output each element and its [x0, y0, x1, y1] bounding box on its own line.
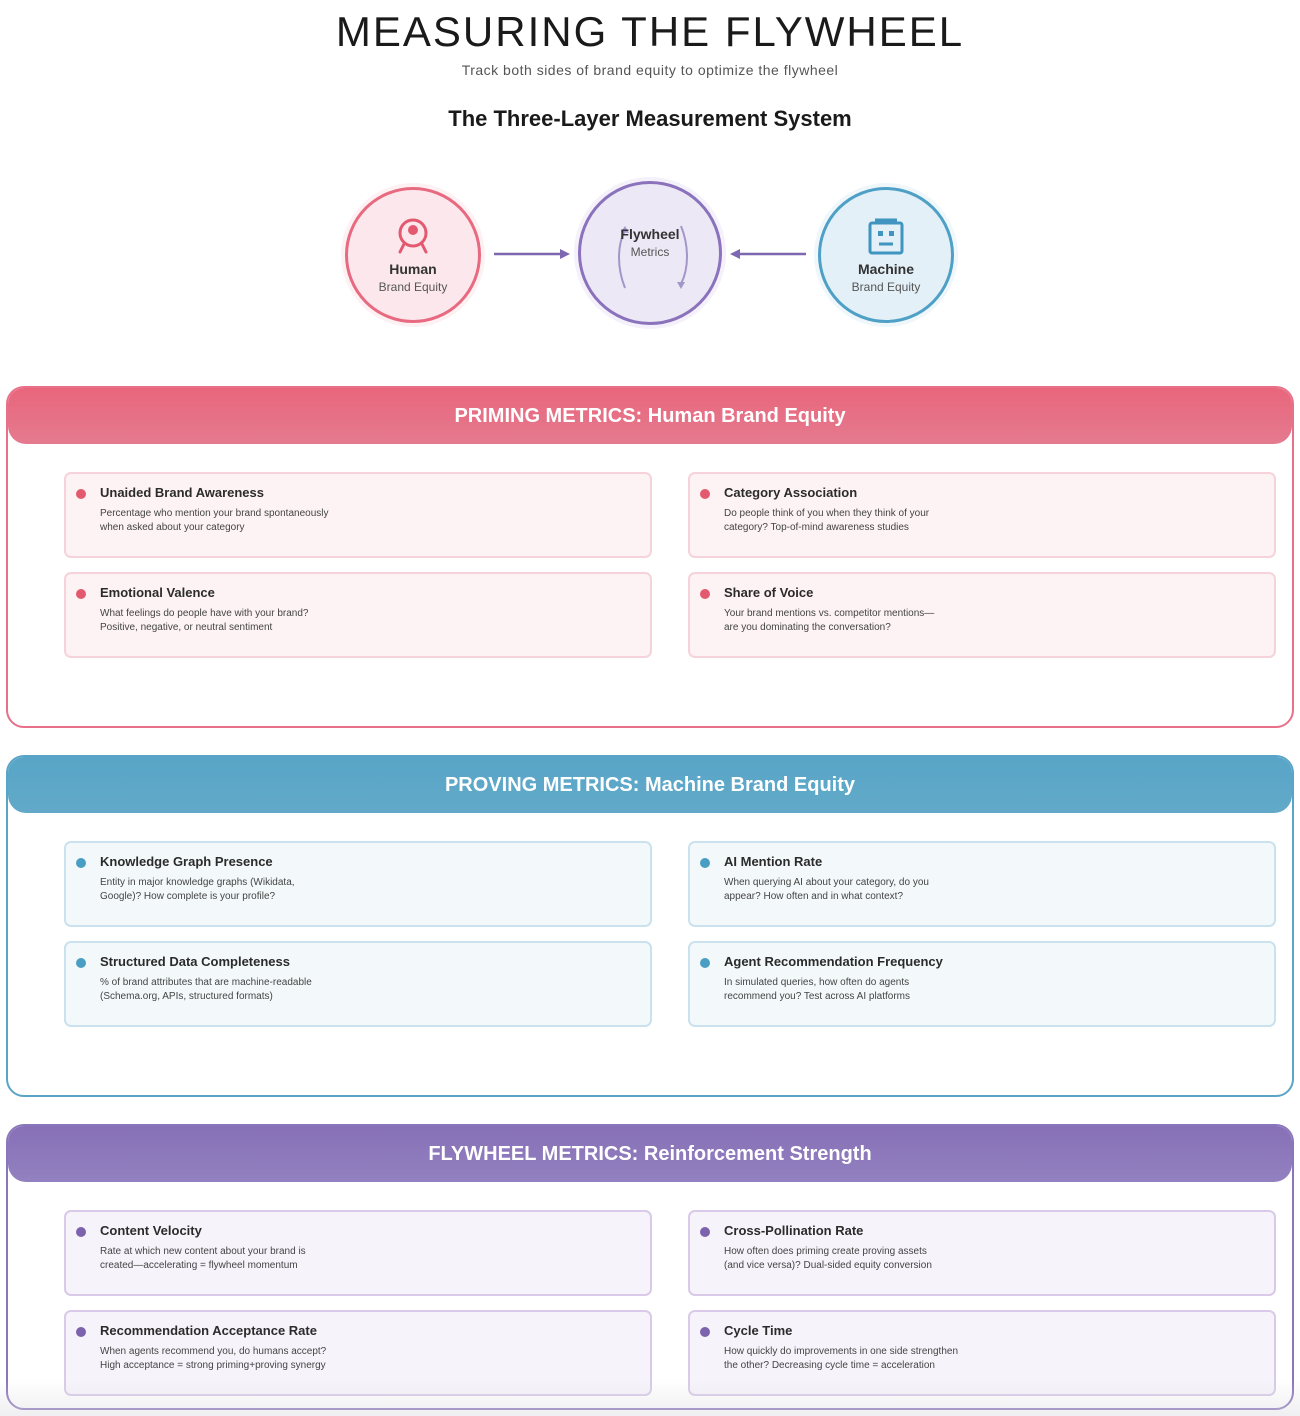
machine-brand-equity-node: Machine Brand Equity	[818, 187, 954, 323]
bullet-dot-icon	[76, 1227, 86, 1237]
flywheel-node-sublabel: Metrics	[630, 244, 670, 259]
metric-card-content-velocity: Content Velocity Rate at which new conte…	[64, 1210, 652, 1296]
human-brand-equity-node: Human Brand Equity	[345, 187, 481, 323]
arrow-left-icon	[730, 249, 806, 259]
metric-title: Emotional Valence	[100, 585, 215, 600]
human-node-label: Human	[389, 260, 437, 277]
system-title: The Three-Layer Measurement System	[448, 106, 852, 131]
metric-title: Cross-Pollination Rate	[724, 1223, 864, 1238]
arrow-right-icon	[494, 249, 570, 259]
metric-description: How quickly do improvements in one side …	[724, 1346, 959, 1371]
metric-description: Your brand mentions vs. competitor menti…	[724, 608, 935, 633]
metric-title: Recommendation Acceptance Rate	[100, 1323, 317, 1338]
metric-title: Knowledge Graph Presence	[100, 854, 273, 869]
metric-description: How often does priming create proving as…	[724, 1246, 932, 1271]
metric-card-structured-data-completeness: Structured Data Completeness % of brand …	[64, 941, 652, 1027]
bullet-dot-icon	[700, 589, 710, 599]
priming-section-header: PRIMING METRICS: Human Brand Equity	[8, 388, 1292, 444]
page-title: MEASURING THE FLYWHEEL	[335, 8, 965, 55]
metric-description: What feelings do people have with your b…	[100, 608, 309, 633]
flywheel-metrics-node: Flywheel Metrics	[578, 181, 722, 325]
metric-card-cycle-time: Cycle Time How quickly do improvements i…	[688, 1310, 1276, 1396]
robot-icon	[868, 218, 904, 254]
metric-description: % of brand attributes that are machine-r…	[100, 977, 312, 1002]
metric-description: Entity in major knowledge graphs (Wikida…	[100, 877, 295, 902]
metric-title: Share of Voice	[724, 585, 814, 600]
bullet-dot-icon	[76, 489, 86, 499]
proving-section-header: PROVING METRICS: Machine Brand Equity	[8, 757, 1292, 813]
flywheel-section-header: FLYWHEEL METRICS: Reinforcement Strength	[8, 1126, 1292, 1182]
metric-description: Do people think of you when they think o…	[724, 508, 930, 533]
bullet-dot-icon	[76, 1327, 86, 1337]
flywheel-metrics-section: FLYWHEEL METRICS: Reinforcement Strength…	[6, 1124, 1294, 1410]
human-node-sublabel: Brand Equity	[378, 279, 448, 294]
metric-title: Content Velocity	[100, 1223, 202, 1238]
metric-card-emotional-valence: Emotional Valence What feelings do peopl…	[64, 572, 652, 658]
measurement-diagram: Human Brand Equity Flywheel Metrics Mach…	[0, 178, 1300, 338]
bullet-dot-icon	[76, 589, 86, 599]
flywheel-node-label: Flywheel	[620, 225, 680, 242]
metric-description: In simulated queries, how often do agent…	[724, 977, 911, 1002]
metric-description: When querying AI about your category, do…	[724, 877, 929, 902]
metric-title: Agent Recommendation Frequency	[724, 954, 943, 969]
metric-card-recommendation-acceptance-rate: Recommendation Acceptance Rate When agen…	[64, 1310, 652, 1396]
bullet-dot-icon	[700, 489, 710, 499]
bullet-dot-icon	[76, 858, 86, 868]
page-subtitle: Track both sides of brand equity to opti…	[461, 62, 839, 78]
bullet-dot-icon	[700, 858, 710, 868]
metric-card-agent-recommendation-frequency: Agent Recommendation Frequency In simula…	[688, 941, 1276, 1027]
cycle-arrows-icon	[618, 225, 688, 289]
metric-description: When agents recommend you, do humans acc…	[100, 1346, 327, 1371]
bullet-dot-icon	[700, 958, 710, 968]
bullet-dot-icon	[700, 1227, 710, 1237]
metric-title: AI Mention Rate	[724, 854, 823, 869]
metric-card-knowledge-graph-presence: Knowledge Graph Presence Entity in major…	[64, 841, 652, 927]
proving-metrics-section: PROVING METRICS: Machine Brand Equity Kn…	[6, 755, 1294, 1097]
machine-node-label: Machine	[857, 260, 914, 277]
person-icon	[398, 218, 428, 253]
priming-metrics-section: PRIMING METRICS: Human Brand Equity Unai…	[6, 386, 1294, 728]
metric-card-unaided-brand-awareness: Unaided Brand Awareness Percentage who m…	[64, 472, 652, 558]
metric-card-ai-mention-rate: AI Mention Rate When querying AI about y…	[688, 841, 1276, 927]
metric-title: Structured Data Completeness	[100, 954, 290, 969]
metric-description: Percentage who mention your brand sponta…	[100, 508, 329, 533]
metric-title: Unaided Brand Awareness	[100, 485, 264, 500]
metric-card-share-of-voice: Share of Voice Your brand mentions vs. c…	[688, 572, 1276, 658]
metric-card-cross-pollination-rate: Cross-Pollination Rate How often does pr…	[688, 1210, 1276, 1296]
bullet-dot-icon	[76, 958, 86, 968]
metric-title: Category Association	[724, 485, 858, 500]
metric-card-category-association: Category Association Do people think of …	[688, 472, 1276, 558]
metric-title: Cycle Time	[724, 1323, 793, 1338]
machine-node-sublabel: Brand Equity	[851, 279, 921, 294]
bullet-dot-icon	[700, 1327, 710, 1337]
metric-description: Rate at which new content about your bra…	[100, 1246, 306, 1271]
